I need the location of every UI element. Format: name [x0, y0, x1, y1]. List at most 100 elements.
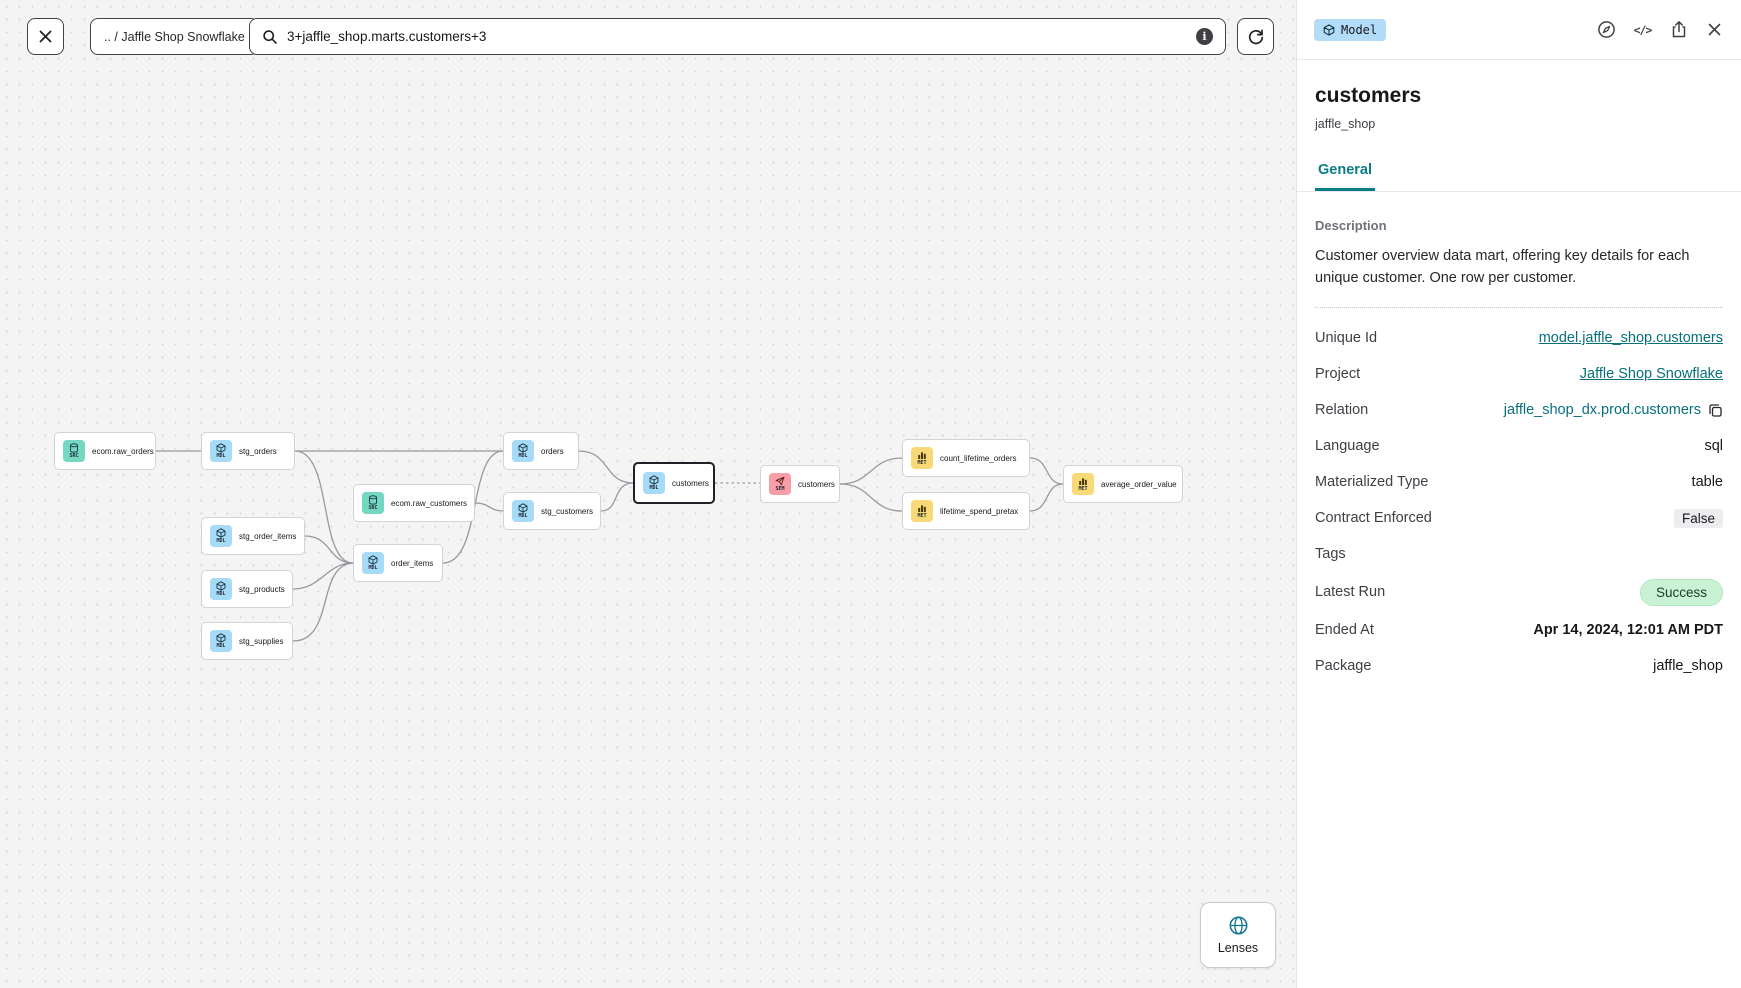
- share-icon[interactable]: [1669, 20, 1688, 39]
- detail-row-contract-enforced: Contract Enforced False: [1315, 507, 1723, 530]
- link-unique-id[interactable]: model.jaffle_shop.customers: [1538, 330, 1723, 346]
- node-label: lifetime_spend_pretax: [940, 506, 1019, 516]
- lineage-edge: [304, 535, 354, 564]
- close-panel-icon[interactable]: [1705, 20, 1724, 39]
- selector-search[interactable]: i: [249, 18, 1226, 55]
- close-icon: [39, 30, 52, 43]
- details-panel: Model </>: [1296, 0, 1741, 988]
- node-label: stg_orders: [239, 446, 277, 456]
- mdl-node-icon: MDL: [210, 440, 232, 462]
- src-node-icon: SRC: [362, 492, 384, 514]
- link-project[interactable]: Jaffle Shop Snowflake: [1579, 366, 1723, 382]
- resource-type-badge: Model: [1314, 18, 1387, 41]
- node-label: average_order_value: [1101, 479, 1177, 489]
- detail-label-unique-id: Unique Id: [1315, 330, 1378, 346]
- lenses-globe-icon: [1229, 916, 1247, 935]
- lineage-edge: [578, 450, 634, 484]
- node-label: stg_products: [239, 584, 285, 594]
- info-icon[interactable]: i: [1196, 28, 1213, 45]
- refresh-icon: [1248, 29, 1263, 44]
- node-label: customers: [798, 479, 835, 489]
- tab-general[interactable]: General: [1315, 162, 1375, 191]
- detail-value-contract-enforced: False: [1673, 508, 1723, 528]
- detail-row-latest-run: Latest Run Success: [1315, 578, 1723, 606]
- description-label: Description: [1315, 218, 1387, 233]
- success-badge: Success: [1639, 578, 1723, 606]
- close-lineage-button[interactable]: [27, 18, 64, 55]
- graph-node-ecom-raw-customers[interactable]: SRC ecom.raw_customers: [353, 484, 475, 522]
- page-title: customers: [1315, 84, 1422, 107]
- node-label: stg_order_items: [239, 531, 297, 541]
- mdl-node-icon: MDL: [210, 578, 232, 600]
- lineage-edges: [156, 450, 1064, 642]
- detail-label-tags: Tags: [1315, 546, 1346, 562]
- detail-label-package: Package: [1315, 658, 1372, 674]
- graph-node-stg-products[interactable]: MDL stg_products: [201, 570, 293, 608]
- graph-node-stg-orders[interactable]: MDL stg_orders: [201, 432, 295, 470]
- package-subtitle: jaffle_shop: [1315, 117, 1376, 131]
- lineage-edge: [839, 457, 903, 485]
- lineage-edge: [1029, 483, 1064, 512]
- graph-node-customers[interactable]: SEM customers: [760, 465, 840, 503]
- detail-value-latest-run: Success: [1639, 578, 1723, 606]
- detail-label-latest-run: Latest Run: [1315, 584, 1386, 600]
- explore-lineage-icon[interactable]: [1597, 20, 1616, 39]
- lineage-edge: [292, 562, 354, 642]
- detail-value-project: Jaffle Shop Snowflake: [1580, 366, 1723, 382]
- detail-row-project: Project Jaffle Shop Snowflake: [1315, 363, 1723, 386]
- mdl-node-icon: MDL: [512, 440, 534, 462]
- met-node-icon: MET: [911, 500, 933, 522]
- detail-row-tags: Tags: [1315, 543, 1723, 566]
- node-label: order_items: [391, 558, 434, 568]
- detail-value-language: sql: [1704, 438, 1723, 454]
- relation-value: jaffle_shop_dx.prod.customers: [1503, 402, 1701, 418]
- node-label: count_lifetime_orders: [940, 453, 1017, 463]
- lenses-button[interactable]: Lenses: [1200, 902, 1276, 968]
- node-label: customers: [672, 478, 709, 488]
- graph-node-lifetime-spend-pretax[interactable]: MET lifetime_spend_pretax: [902, 492, 1030, 530]
- detail-label-ended-at: Ended At: [1315, 622, 1374, 638]
- graph-node-orders[interactable]: MDL orders: [503, 432, 579, 470]
- node-label: ecom.raw_customers: [391, 498, 468, 508]
- copy-icon[interactable]: [1708, 403, 1723, 418]
- lineage-edge: [600, 482, 634, 512]
- breadcrumb[interactable]: .. / Jaffle Shop Snowflake: [90, 18, 259, 55]
- sem-node-icon: SEM: [769, 473, 791, 495]
- lineage-edge: [474, 502, 504, 512]
- node-label: stg_supplies: [239, 636, 284, 646]
- mdl-node-icon: MDL: [512, 500, 534, 522]
- resource-type-label: Model: [1341, 22, 1378, 37]
- detail-row-unique-id: Unique Id model.jaffle_shop.customers: [1315, 327, 1723, 350]
- lineage-edge: [292, 562, 354, 590]
- search-input[interactable]: [287, 29, 1187, 44]
- node-label: orders: [541, 446, 564, 456]
- lineage-edge: [1029, 457, 1064, 485]
- graph-node-stg-customers[interactable]: MDL stg_customers: [503, 492, 601, 530]
- description-text: Customer overview data mart, offering ke…: [1315, 248, 1690, 286]
- detail-label-contract-enforced: Contract Enforced: [1315, 510, 1432, 526]
- detail-label-project: Project: [1315, 366, 1361, 382]
- model-cube-icon: [1323, 23, 1335, 36]
- lineage-edge: [294, 450, 354, 564]
- lenses-label: Lenses: [1217, 941, 1259, 955]
- node-label: stg_customers: [541, 506, 594, 516]
- status-badge: False: [1673, 508, 1723, 528]
- detail-label-language: Language: [1315, 438, 1380, 454]
- refresh-button[interactable]: [1237, 18, 1274, 55]
- detail-label-materialized-type: Materialized Type: [1315, 474, 1429, 490]
- view-code-icon[interactable]: </>: [1633, 22, 1653, 37]
- breadcrumb-label: .. / Jaffle Shop Snowflake: [104, 29, 245, 44]
- detail-value-relation: jaffle_shop_dx.prod.customers: [1504, 402, 1723, 418]
- detail-label-relation: Relation: [1315, 402, 1369, 418]
